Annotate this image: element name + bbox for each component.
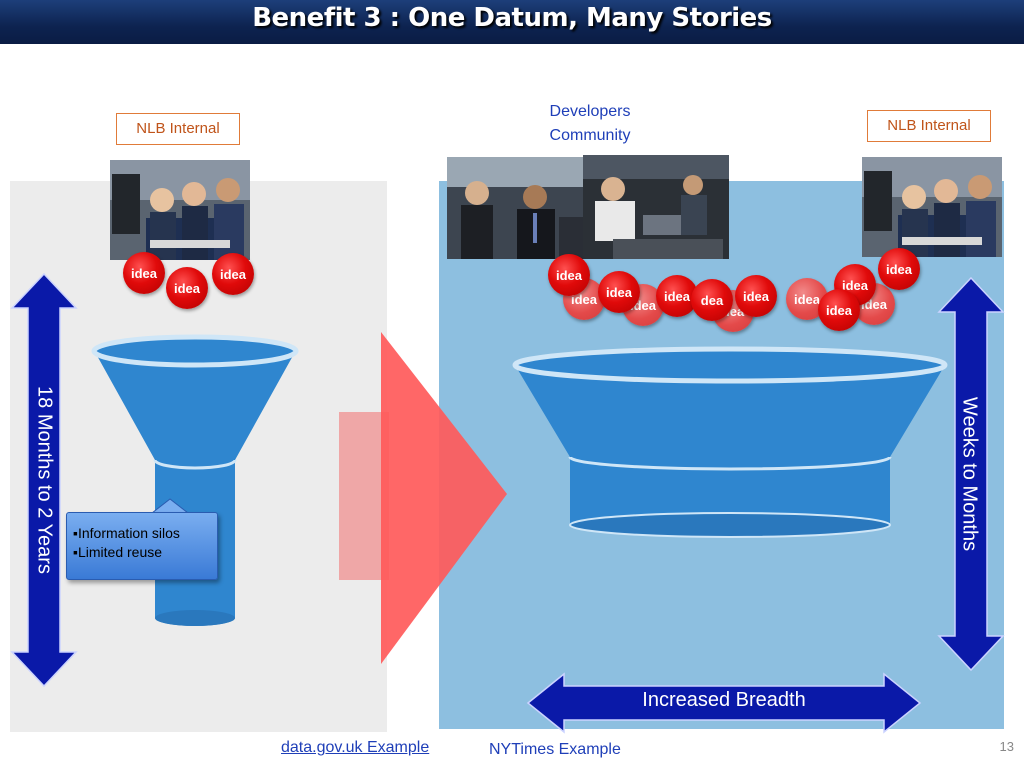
idea-bubble: idea xyxy=(735,275,777,317)
idea-bubble: idea xyxy=(212,253,254,295)
idea-bubble: idea xyxy=(548,254,590,296)
nlb-internal-label-left: NLB Internal xyxy=(116,113,240,145)
idea-bubble: idea xyxy=(598,271,640,313)
callout-item-1: ▪Information silos xyxy=(67,524,217,543)
right-timeline-label: Weeks to Months xyxy=(958,396,981,552)
idea-bubble: idea xyxy=(123,252,165,294)
team-photo-left xyxy=(110,160,250,260)
nytimes-example-label: NYTimes Example xyxy=(489,741,621,758)
datagov-example-link[interactable]: data.gov.uk Example xyxy=(281,739,430,756)
developers-label-line2: Community xyxy=(549,127,631,144)
bullet-icon: ▪ xyxy=(73,544,78,560)
big-transition-arrow xyxy=(339,332,507,664)
large-funnel xyxy=(512,346,948,538)
slide-title: Benefit 3 : One Datum, Many Stories xyxy=(252,3,772,33)
title-bar xyxy=(0,0,1024,44)
info-callout: ▪Information silos ▪Limited reuse xyxy=(66,512,218,580)
left-timeline-label: 18 Months to 2 Years xyxy=(33,386,56,574)
developers-community-label: Developers Community xyxy=(520,100,660,148)
developers-photo-1 xyxy=(447,157,587,259)
breadth-label: Increased Breadth xyxy=(642,689,806,711)
idea-bubble: idea xyxy=(878,248,920,290)
callout-item-2: ▪Limited reuse xyxy=(67,543,217,562)
idea-bubble: dea xyxy=(691,279,733,321)
team-photo-right xyxy=(862,157,1002,257)
developers-photo-2 xyxy=(583,155,729,259)
left-timeline-arrow xyxy=(10,272,78,688)
small-funnel xyxy=(91,334,299,626)
idea-bubble: idea xyxy=(818,289,860,331)
developers-label-line1: Developers xyxy=(549,103,631,120)
nlb-internal-label-right: NLB Internal xyxy=(867,110,991,142)
page-number: 13 xyxy=(999,739,1014,754)
callout-item-2-text: Limited reuse xyxy=(77,544,163,560)
bullet-icon: ▪ xyxy=(73,525,78,541)
breadth-arrow xyxy=(526,672,922,734)
callout-item-1-text: Information silos xyxy=(77,525,180,541)
right-timeline-arrow xyxy=(937,276,1005,672)
idea-bubble: idea xyxy=(166,267,208,309)
